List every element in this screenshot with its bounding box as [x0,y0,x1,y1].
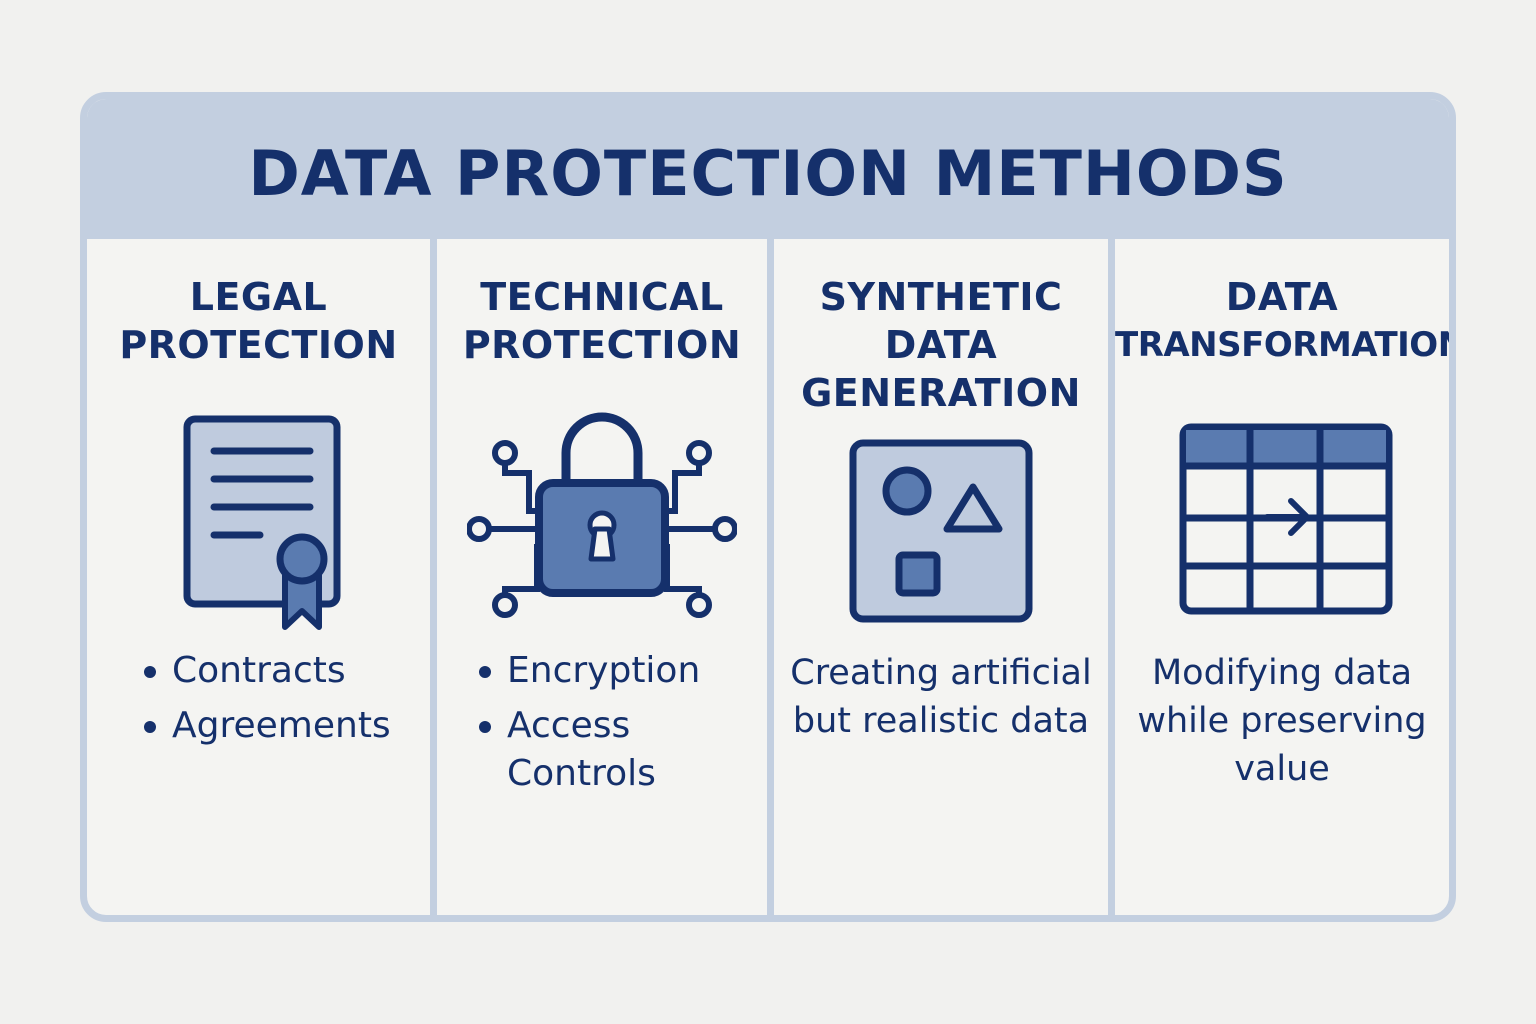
diagram-panel: DATA PROTECTION METHODS LEGAL PROTECTION… [80,92,1456,922]
column-title-line: DATA [884,323,998,367]
column-title-line: TECHNICAL [480,275,724,319]
page-title: DATA PROTECTION METHODS [248,136,1288,210]
column-data-transformation: DATA TRANSFORMATION Modifying data while… [1108,239,1449,915]
method-columns: LEGAL PROTECTION Contracts Agreements TE… [87,239,1449,915]
list-item: Encryption [477,647,747,695]
bullet-list: Contracts Agreements [142,647,391,757]
list-item: Agreements [142,702,391,750]
column-title-line: DATA [1225,275,1339,319]
column-legal-protection: LEGAL PROTECTION Contracts Agreements [87,239,430,915]
column-title-line: SYNTHETIC [819,275,1063,319]
column-title-line: PROTECTION [462,323,742,367]
bullet-list: Encryption Access Controls [477,647,747,805]
column-synthetic-data-generation: SYNTHETIC DATA GENERATION Creating artif… [767,239,1108,915]
column-title-line: PROTECTION [119,323,398,367]
column-title: LEGAL PROTECTION [87,273,430,369]
column-title-line: GENERATION [801,371,1081,415]
column-title: TECHNICAL PROTECTION [437,273,767,369]
column-description: Modifying data while preserving value [1137,653,1427,789]
panel-header: DATA PROTECTION METHODS [87,99,1449,239]
column-title-line: LEGAL [189,275,328,319]
column-title: SYNTHETIC DATA GENERATION [774,273,1108,417]
certificate-icon [183,415,341,630]
table-arrow-icon [1179,423,1393,615]
column-title: DATA TRANSFORMATION [1115,273,1449,369]
list-item: Access Controls [477,702,747,798]
column-technical-protection: TECHNICAL PROTECTION [430,239,767,915]
padlock-circuit-icon [467,412,737,618]
list-item: Contracts [142,647,391,695]
shapes-icon [849,439,1033,623]
column-description: Creating artificial but realistic data [790,653,1092,741]
column-title-line: TRANSFORMATION [1115,325,1456,365]
